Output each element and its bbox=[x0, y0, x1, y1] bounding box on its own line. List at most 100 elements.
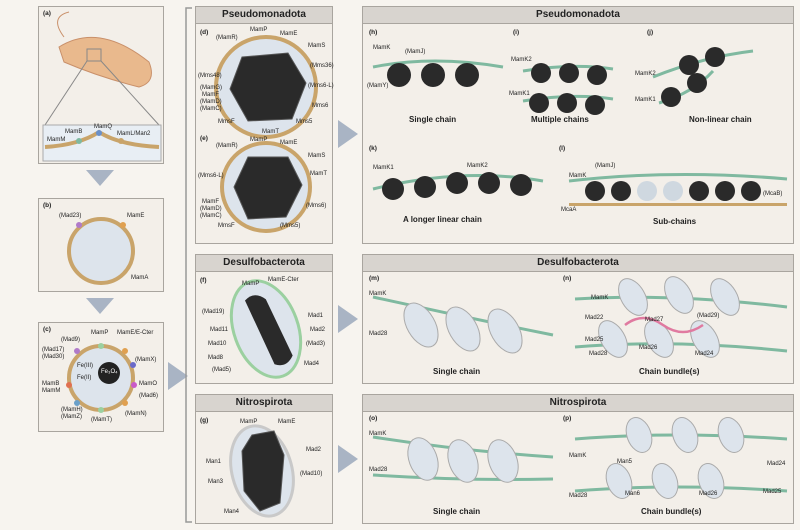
arrow-down bbox=[86, 170, 114, 186]
label: MamP bbox=[240, 419, 258, 425]
section-title: Pseudomonadota bbox=[363, 7, 793, 24]
crystal-illustration bbox=[214, 35, 318, 233]
label: MamK1 bbox=[373, 165, 394, 171]
label: (Mms36) bbox=[310, 63, 334, 69]
label: MamA bbox=[131, 275, 149, 281]
label: MamS bbox=[308, 43, 326, 49]
label: MamT bbox=[262, 129, 279, 135]
chain-illustrations bbox=[372, 47, 788, 206]
label: Man3 bbox=[208, 479, 224, 485]
label: Fe(III) bbox=[77, 363, 93, 369]
label: Mad27 bbox=[645, 317, 664, 323]
label: Mad11 bbox=[210, 327, 228, 333]
chain-illustrations bbox=[372, 417, 788, 499]
label: MamT bbox=[310, 171, 327, 177]
caption: Single chain bbox=[409, 115, 457, 124]
label: Mad26 bbox=[699, 491, 718, 497]
label: McaA bbox=[561, 207, 577, 213]
label: MamK1 bbox=[635, 97, 656, 103]
label: (Mms5) bbox=[280, 223, 301, 229]
label: MamK bbox=[591, 295, 609, 301]
label: (Mad30) bbox=[42, 354, 65, 360]
panel-i-letter: (i) bbox=[513, 29, 520, 36]
panel-nitro-left: Nitrospirota (g) MamP MamE Mad2 Man1 (Ma… bbox=[195, 394, 333, 524]
label: (Mms6) bbox=[306, 203, 327, 209]
label: Mad8 bbox=[208, 355, 224, 361]
section-title: Desulfobacterota bbox=[363, 255, 793, 272]
label: (MamC) bbox=[200, 213, 222, 219]
panel-b: (b) (Mad23) MamE MamA bbox=[38, 198, 164, 292]
label: (Mad19) bbox=[202, 309, 225, 315]
label: MamK bbox=[369, 431, 387, 437]
panel-g-letter: (g) bbox=[200, 417, 209, 424]
panel-j-letter: (j) bbox=[647, 29, 654, 36]
label: (MamR) bbox=[216, 35, 238, 41]
label: MamB bbox=[65, 129, 83, 135]
label: MamO bbox=[139, 381, 157, 387]
panel-f-letter: (f) bbox=[200, 277, 207, 284]
label: MamE bbox=[280, 31, 298, 37]
label: (MamT) bbox=[91, 417, 112, 423]
label: Mad25 bbox=[763, 489, 782, 495]
panel-l-letter: (l) bbox=[559, 145, 566, 152]
caption: Multiple chains bbox=[531, 115, 589, 124]
label: (MamZ) bbox=[61, 414, 82, 420]
label: Fe₃O₄ bbox=[101, 369, 118, 375]
label: (MamD) bbox=[200, 206, 222, 212]
panel-desulfo-left: Desulfobacterota (f) MamP MamE-Cter (Mad… bbox=[195, 254, 333, 384]
panel-p-letter: (p) bbox=[563, 415, 572, 422]
section-title: Nitrospirota bbox=[363, 395, 793, 412]
label: MamE bbox=[127, 213, 145, 219]
label: MamK bbox=[369, 291, 387, 297]
panel-c-letter: (c) bbox=[43, 326, 51, 333]
label: (Mad9) bbox=[61, 337, 81, 343]
label: MamM bbox=[42, 388, 61, 394]
caption: A longer linear chain bbox=[403, 215, 482, 224]
panel-a-letter: (a) bbox=[43, 10, 51, 17]
panel-a: (a) MamB MamQ MamL/Man2 MamM bbox=[38, 6, 164, 164]
panel-e-letter: (e) bbox=[200, 135, 208, 142]
label: MamK bbox=[569, 453, 587, 459]
label: Mad2 bbox=[306, 447, 322, 453]
label: Man6 bbox=[625, 491, 641, 497]
vesicle-illustration bbox=[67, 217, 135, 285]
label: (Mms48) bbox=[198, 73, 222, 79]
label: (Mad6) bbox=[139, 393, 159, 399]
section-title: Nitrospirota bbox=[196, 395, 332, 412]
label: (Mms6-L) bbox=[308, 83, 334, 89]
caption: Chain bundle(s) bbox=[641, 507, 702, 516]
panel-c: (c) (Mad9) MamP MamE/E-Cter (Mad17) (Mad… bbox=[38, 322, 164, 432]
label: MamK1 bbox=[509, 91, 530, 97]
label: MamK2 bbox=[511, 57, 532, 63]
panel-k-letter: (k) bbox=[369, 145, 377, 152]
label: MmsF bbox=[218, 119, 235, 125]
label: MamK bbox=[373, 45, 391, 51]
label: (MamR) bbox=[216, 143, 238, 149]
label: (McaB) bbox=[763, 191, 783, 197]
label: Mad1 bbox=[308, 313, 324, 319]
arrow-right bbox=[168, 362, 188, 390]
caption: Sub-chains bbox=[653, 217, 697, 226]
label: (MamJ) bbox=[405, 49, 426, 55]
panel-h-letter: (h) bbox=[369, 29, 378, 36]
label: (Mad17) bbox=[42, 347, 65, 353]
label: Mad22 bbox=[585, 315, 604, 321]
label: MamE bbox=[280, 140, 298, 146]
label: (MamJ) bbox=[595, 163, 616, 169]
label: MamE bbox=[278, 419, 296, 425]
section-title: Desulfobacterota bbox=[196, 255, 332, 272]
label: MamS bbox=[308, 153, 326, 159]
section-title: Pseudomonadota bbox=[196, 7, 332, 24]
label: Mad28 bbox=[369, 467, 388, 473]
caption: Non-linear chain bbox=[689, 115, 752, 124]
label: (MamX) bbox=[135, 357, 157, 363]
panel-o-letter: (o) bbox=[369, 415, 378, 422]
panel-nitro-right: Nitrospirota (o) MamK Mad28 Single chain… bbox=[362, 394, 794, 524]
label: MamK bbox=[569, 173, 587, 179]
label: Mad25 bbox=[585, 337, 604, 343]
crystal-illustration bbox=[229, 424, 295, 518]
label: (MamN) bbox=[125, 411, 147, 417]
panel-b-letter: (b) bbox=[43, 202, 52, 209]
label: Mad2 bbox=[310, 327, 326, 333]
